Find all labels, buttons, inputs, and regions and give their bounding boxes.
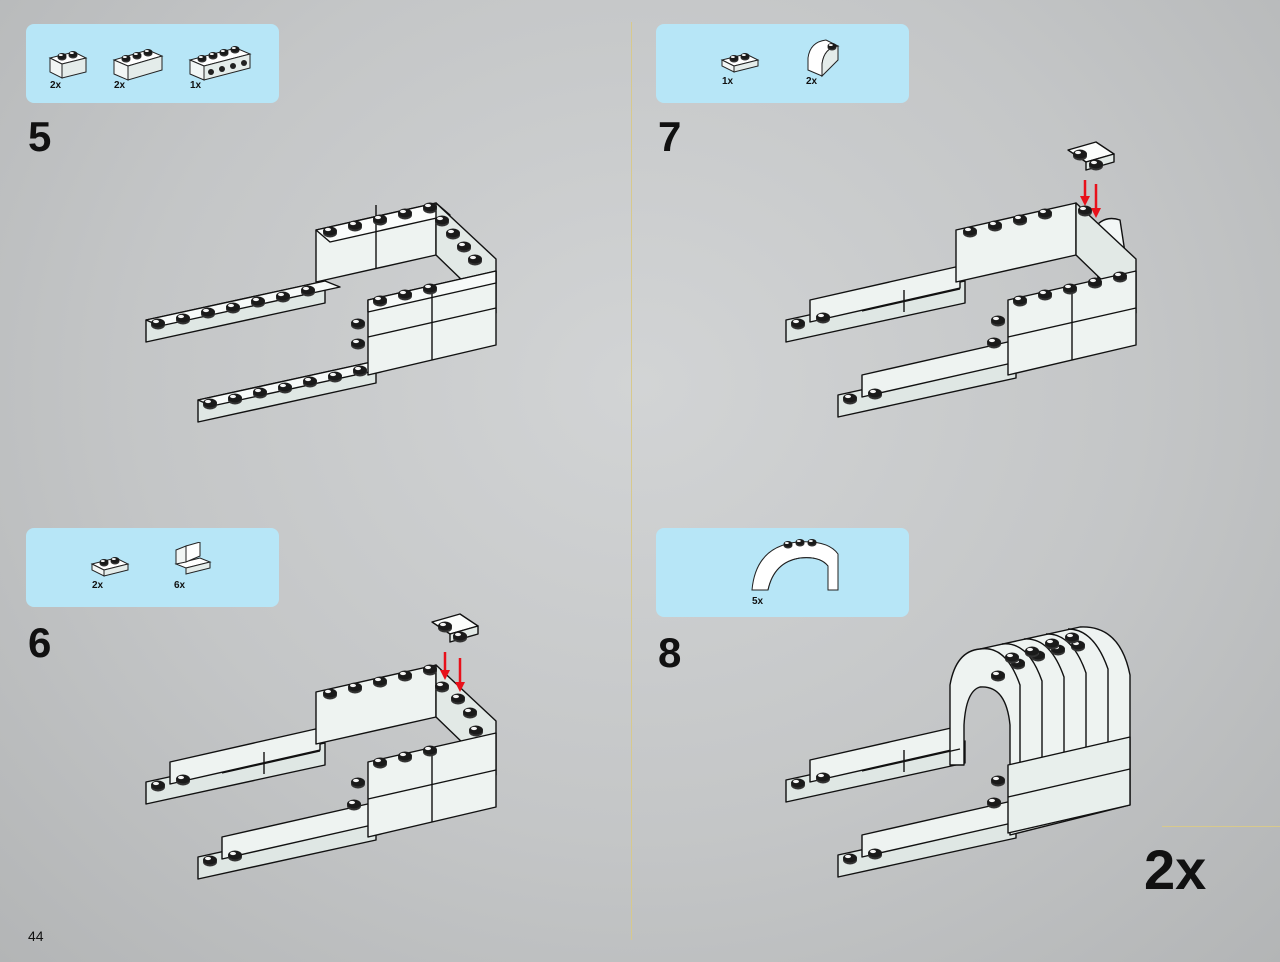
quantity-label: 2x bbox=[114, 80, 126, 91]
step-number: 6 bbox=[28, 619, 52, 666]
quantity-label: 2x bbox=[806, 76, 818, 87]
assembly-model-step-7 bbox=[785, 141, 1137, 418]
brick-1x2-icon bbox=[48, 51, 88, 79]
quantity-label: 6x bbox=[174, 580, 186, 591]
parts-item: 1x bbox=[186, 40, 258, 91]
step-number: 7 bbox=[658, 113, 682, 160]
parts-item: 6x bbox=[170, 542, 242, 591]
multiplier-label: 2x bbox=[1144, 838, 1207, 901]
quantity-label: 5x bbox=[752, 596, 764, 607]
parts-item: 1x bbox=[718, 44, 790, 87]
parts-item: 2x bbox=[802, 36, 874, 87]
parts-callout-step-7: 1x 2x bbox=[656, 24, 909, 103]
parts-callout-step-8: 5x bbox=[656, 528, 909, 617]
multiplier-rule bbox=[1162, 826, 1280, 827]
quantity-label: 1x bbox=[722, 76, 734, 87]
assembly-model-step-5 bbox=[145, 202, 497, 423]
quantity-label: 2x bbox=[92, 580, 104, 591]
assembly-model-step-8 bbox=[785, 626, 1131, 878]
arch-icon bbox=[751, 539, 839, 591]
plate-1x2-icon bbox=[720, 53, 760, 73]
parts-item: 5x bbox=[748, 532, 858, 607]
bracket-icon bbox=[174, 542, 212, 575]
quantity-label: 2x bbox=[50, 80, 62, 91]
brick-1x3-icon bbox=[112, 49, 164, 81]
assembly-model-step-6 bbox=[145, 613, 497, 880]
page-divider bbox=[631, 22, 632, 940]
parts-item: 2x bbox=[110, 42, 182, 91]
parts-item: 2x bbox=[88, 548, 160, 591]
curved-slope-icon bbox=[807, 39, 840, 78]
quantity-label: 1x bbox=[190, 80, 202, 91]
parts-item: 2x bbox=[46, 42, 118, 91]
page-number: 44 bbox=[28, 928, 44, 944]
technic-brick-1x4-icon bbox=[188, 46, 252, 81]
parts-callout-step-6: 2x 6x bbox=[26, 528, 279, 607]
step-number: 5 bbox=[28, 113, 52, 160]
placement-arrow-icon bbox=[1080, 180, 1101, 218]
step-number: 8 bbox=[658, 629, 682, 676]
parts-callout-step-5: 2x 2x 1x bbox=[26, 24, 279, 103]
plate-1x2-icon bbox=[90, 557, 130, 577]
placement-arrow-icon bbox=[440, 652, 465, 692]
